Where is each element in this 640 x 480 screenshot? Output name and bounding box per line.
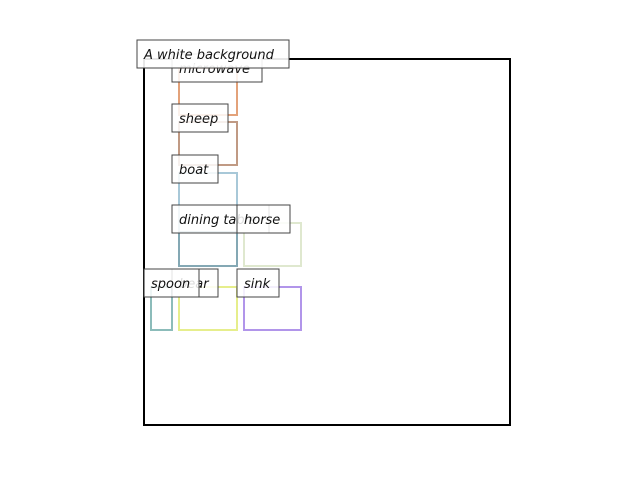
- label-sheep: sheep: [171, 103, 229, 133]
- label-text-spoon: spoon: [151, 277, 190, 292]
- label-box-boat: [171, 154, 219, 184]
- label-boat: boat: [171, 154, 219, 184]
- caption-box: [136, 39, 290, 69]
- label-spoon: spoon: [143, 268, 200, 298]
- caption-text: A white background: [143, 48, 275, 63]
- label-box-sheep: [171, 103, 229, 133]
- label-text-boat: boat: [179, 163, 209, 178]
- label-sink: sink: [236, 268, 280, 298]
- label-box-horse: [236, 204, 291, 234]
- label-horse: horse: [236, 204, 291, 234]
- label-box-spoon: [143, 268, 200, 298]
- label-text-sink: sink: [244, 277, 271, 292]
- caption-label: A white background: [136, 39, 290, 69]
- label-box-sink: [236, 268, 280, 298]
- scene-frame: [143, 58, 511, 426]
- label-text-horse: horse: [244, 213, 280, 228]
- label-text-sheep: sheep: [179, 112, 218, 127]
